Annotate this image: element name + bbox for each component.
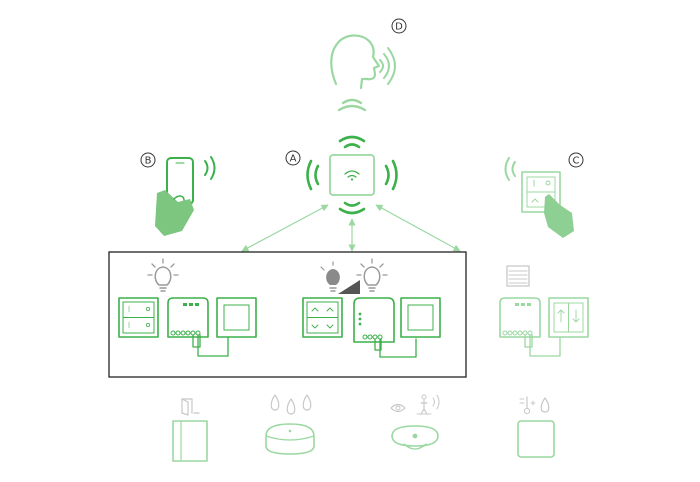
central-hub-icon: [306, 135, 398, 215]
connection-arrows: [241, 204, 461, 252]
label-d: D: [391, 18, 407, 34]
motion-sensor-icon: [390, 394, 440, 450]
label-c: C: [568, 152, 584, 168]
door-contact-icon: [172, 398, 208, 462]
svg-text:|: |: [128, 306, 130, 313]
dimmer-wall-frame: [400, 297, 441, 338]
voice-assistant-icon: [330, 34, 396, 112]
label-b: B: [140, 152, 156, 168]
light-bulb-icon: [147, 258, 179, 292]
dimmable-light-icon: [320, 258, 388, 294]
push-button-switch: | |: [118, 297, 159, 338]
smartphone-icon: [155, 156, 216, 236]
shutter-wall-switch: [548, 297, 589, 338]
svg-text:A: A: [290, 154, 297, 165]
dimmer-push-button: [302, 297, 343, 338]
shutter-icon: [506, 265, 530, 287]
label-a: A: [285, 150, 301, 166]
switch-actuator-icon: [167, 297, 229, 357]
wall-remote-icon: [504, 157, 574, 238]
selected-devices-frame: [108, 251, 467, 378]
svg-text:D: D: [395, 22, 403, 33]
wall-switch-frame: [216, 297, 257, 338]
svg-text:B: B: [145, 156, 152, 167]
temperature-sensor-icon: [517, 396, 555, 458]
shutter-actuator-icon: [499, 297, 561, 357]
water-leak-sensor-icon: [265, 394, 315, 455]
svg-text:|: |: [128, 322, 130, 329]
dimmer-actuator-icon: [353, 297, 417, 358]
svg-text:C: C: [573, 156, 580, 167]
